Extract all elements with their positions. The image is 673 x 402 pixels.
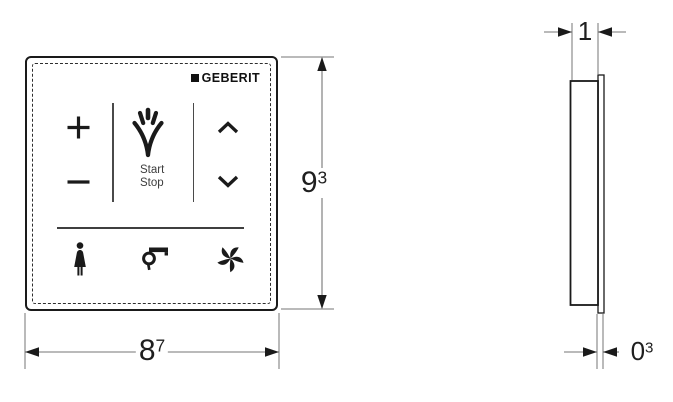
side-view-front-plate bbox=[597, 74, 605, 314]
side-view bbox=[569, 74, 605, 314]
plus-icon bbox=[66, 115, 91, 140]
separator-line bbox=[57, 227, 244, 229]
stop-label: Stop bbox=[140, 176, 164, 189]
start-stop-label: Start Stop bbox=[140, 164, 164, 189]
female-icon bbox=[71, 242, 89, 278]
dashed-border bbox=[32, 63, 271, 304]
dryer-icon bbox=[140, 244, 170, 271]
logo-square-icon bbox=[190, 74, 199, 82]
front-view-panel: GEBERIT bbox=[25, 56, 278, 311]
fan-icon bbox=[216, 244, 245, 273]
logo-text: GEBERIT bbox=[201, 71, 260, 85]
dimension-arrows bbox=[25, 27, 617, 357]
divider-left bbox=[112, 103, 114, 202]
minus-icon bbox=[66, 179, 91, 185]
depth-dimension-label: 1 bbox=[574, 18, 596, 44]
geberit-logo: GEBERIT bbox=[190, 71, 260, 85]
start-label: Start bbox=[140, 164, 165, 176]
plate-thickness-label: 03 bbox=[627, 338, 657, 364]
height-dimension-label: 93 bbox=[297, 168, 331, 198]
chevron-up-icon bbox=[217, 121, 239, 134]
spray-icon bbox=[129, 107, 167, 159]
chevron-down-icon bbox=[217, 175, 239, 188]
divider-right bbox=[192, 103, 194, 202]
width-dimension-label: 87 bbox=[135, 336, 169, 366]
side-view-body bbox=[569, 80, 599, 306]
